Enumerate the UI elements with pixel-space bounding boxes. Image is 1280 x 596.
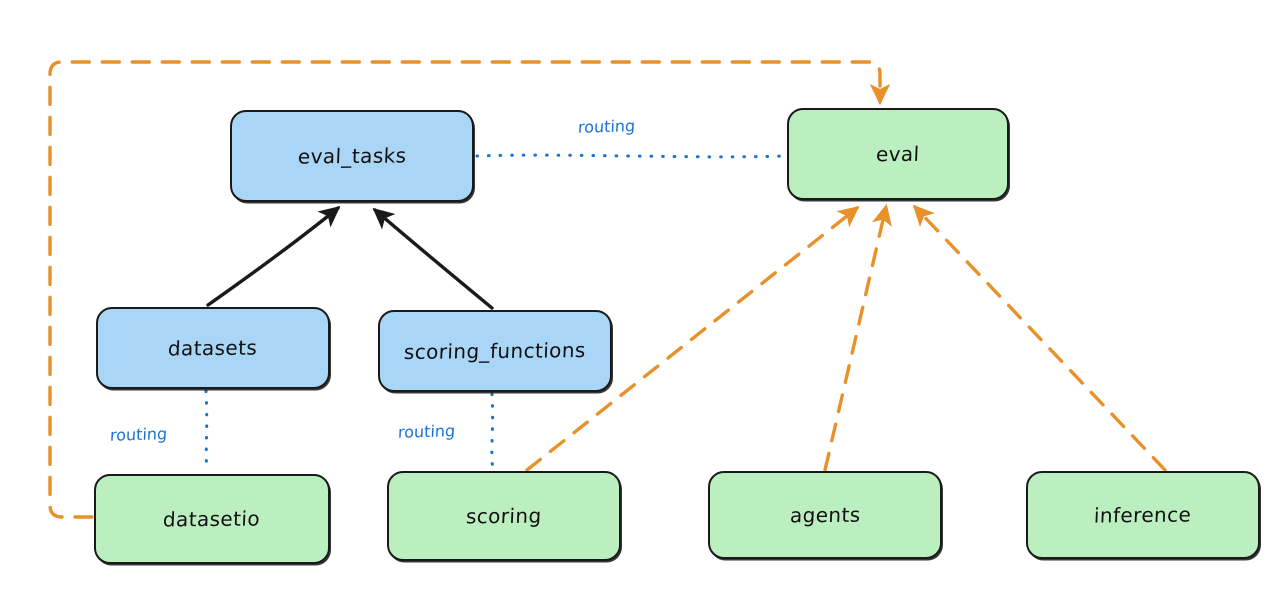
node-agents[interactable]: agents xyxy=(708,471,942,559)
edge-label-routing-eval: routing xyxy=(577,116,636,137)
node-label-agents: agents xyxy=(789,502,861,528)
node-label-scoring: scoring xyxy=(465,503,543,529)
edge-datasets-to-datasetio xyxy=(204,389,209,473)
node-eval[interactable]: eval xyxy=(787,108,1009,200)
node-label-scoring-functions: scoring_functions xyxy=(403,338,587,364)
node-inference[interactable]: inference xyxy=(1026,471,1260,559)
edge-inference-to-eval xyxy=(912,204,1167,472)
edge-scoring-functions-to-eval-tasks xyxy=(372,207,494,310)
edge-datasetio-to-eval xyxy=(48,60,891,519)
edge-label-routing-datasetio: routing xyxy=(109,424,168,445)
node-label-inference: inference xyxy=(1093,502,1193,528)
node-datasets[interactable]: datasets xyxy=(96,307,330,389)
node-scoring[interactable]: scoring xyxy=(387,471,621,561)
node-eval-tasks[interactable]: eval_tasks xyxy=(230,110,474,202)
edge-eval-tasks-to-eval xyxy=(475,153,786,159)
node-label-eval-tasks: eval_tasks xyxy=(297,143,407,169)
edge-scoring-to-eval xyxy=(525,206,860,472)
edge-datasets-to-eval-tasks xyxy=(206,205,341,307)
node-scoring-functions[interactable]: scoring_functions xyxy=(378,310,612,392)
edge-agents-to-eval xyxy=(823,203,892,472)
node-label-datasets: datasets xyxy=(167,335,259,361)
node-label-datasetio: datasetio xyxy=(162,506,262,532)
edge-label-routing-scoring: routing xyxy=(397,421,456,442)
node-datasetio[interactable]: datasetio xyxy=(94,474,330,564)
node-label-eval: eval xyxy=(875,141,921,167)
edge-scoring-functions-to-scoring xyxy=(490,392,495,471)
